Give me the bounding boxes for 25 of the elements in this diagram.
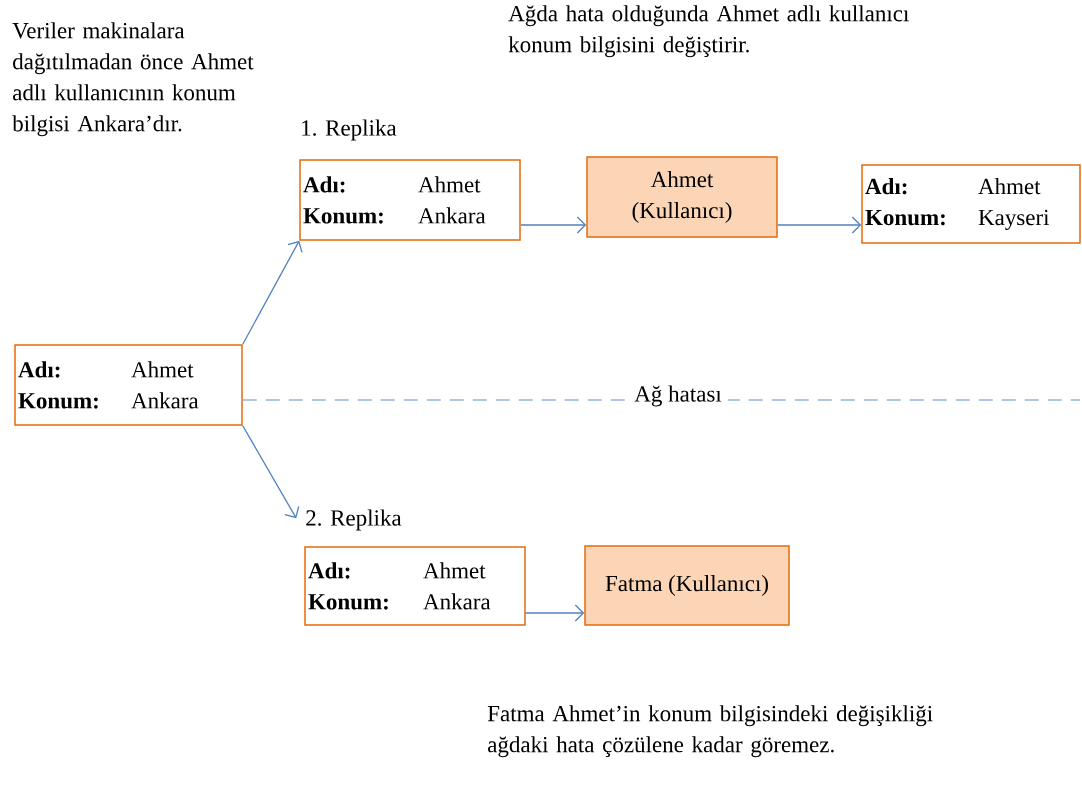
node-label: Konum: [308, 594, 388, 610]
node-label: Adı: [308, 562, 350, 579]
note-text: Fatma Ahmet’in konum bilgisindeki değişikliği ağdaki hata çözülene kadar göremez. [487, 705, 933, 758]
node-label: Ankara [423, 593, 491, 610]
user-box: Fatma (Kullanıcı) [584, 545, 790, 626]
node-label: Ahmet [418, 176, 481, 193]
user-box: Ahmet (Kullanıcı) [586, 156, 778, 238]
node-label: Adı: [303, 176, 345, 193]
replica-heading: 2. Replika [306, 509, 402, 531]
note-text: Veriler makinalara dağıtılmadan önce Ahmet adlı kullanıcının konum bilgisi Ankara’dır. [12, 22, 254, 137]
record-box: Adı: Ahmet Konum: Ankara [299, 159, 521, 241]
record-box: Adı: Ahmet Konum: Ankara [14, 344, 243, 426]
arrow [242, 240, 303, 345]
edge-label: Ağ hatası [628, 379, 728, 413]
arrow [525, 604, 585, 622]
arrow [777, 216, 862, 234]
arrow [242, 425, 300, 519]
record-box: Adı: Ahmet Konum: Ankara [304, 546, 526, 626]
node-label: Konum: [303, 208, 383, 224]
node-label: Ahmet [423, 562, 486, 579]
arrow [520, 216, 587, 234]
record-box: Adı: Ahmet Konum: Kayseri [861, 164, 1081, 244]
node-label: Ankara [418, 207, 486, 224]
note-text: Ağda hata olduğunda Ahmet adlı kullanıcı konum bilgisini değiştirir. [508, 5, 909, 58]
replica-heading: 1. Replika [302, 119, 397, 141]
